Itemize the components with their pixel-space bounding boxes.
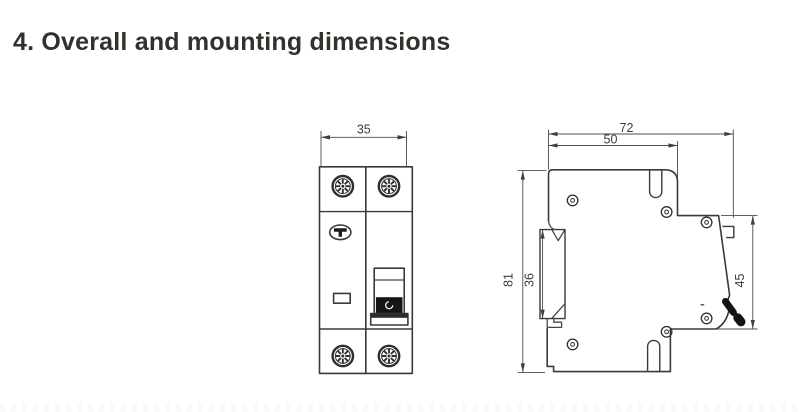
dimension-upper-width-50: 50: [548, 132, 678, 178]
dimension-rail-slot-36: 36: [523, 229, 545, 319]
rail-recess-entry-curve: [547, 220, 555, 231]
dim-label-50: 50: [604, 132, 618, 146]
dim-label-72: 72: [620, 121, 634, 135]
toggle-base-shadow: [370, 313, 408, 318]
side-view-drawing: 72 50 81 36 45: [501, 121, 758, 373]
test-button-icon: [328, 224, 352, 241]
top-terminal-tunnel: [648, 169, 663, 199]
bottom-terminal-tunnel: [646, 339, 661, 372]
toggle-switch-front: [369, 267, 409, 326]
toggle-handle: [375, 297, 403, 314]
screw-bottom-right: [377, 344, 401, 368]
dimension-overall-width-72: 72: [548, 121, 734, 218]
dimension-width-35: 35: [320, 123, 407, 167]
rivet-top-right: [700, 216, 713, 229]
screw-top-right: [377, 174, 401, 198]
front-body-outline: [318, 166, 414, 375]
dim-label-36: 36: [523, 273, 537, 287]
clip-foot-tab: [546, 318, 563, 329]
dimension-overall-height-81: 81: [501, 170, 547, 373]
screw-bottom-left: [331, 344, 355, 368]
front-view-drawing: 35: [318, 123, 414, 375]
indicator-window: [332, 292, 352, 304]
dim-label-45: 45: [733, 274, 747, 288]
rivet-top-middle: [660, 206, 673, 218]
rail-slot: [539, 228, 566, 320]
dim-label-81: 81: [501, 273, 515, 287]
fixed-claw: [551, 229, 566, 242]
page-bottom-artifact: [0, 403, 800, 412]
toggle-lever-side: [700, 298, 746, 327]
sliding-clip: [551, 303, 566, 319]
dim-label-35: 35: [357, 123, 371, 137]
rivet-top-left: [566, 194, 579, 207]
din-rail-recess: [539, 228, 566, 329]
arrowhead-right: [397, 135, 407, 140]
front-hook-notch: [722, 225, 735, 239]
dimension-front-height-45: 45: [716, 215, 758, 330]
rivet-bottom-right: [700, 312, 713, 325]
arrowhead-left: [321, 135, 330, 140]
screw-top-left: [331, 174, 355, 198]
rivet-bottom-left: [566, 338, 579, 351]
section-title: 4. Overall and mounting dimensions: [13, 28, 451, 56]
handle-arrow-mark: [385, 301, 394, 310]
